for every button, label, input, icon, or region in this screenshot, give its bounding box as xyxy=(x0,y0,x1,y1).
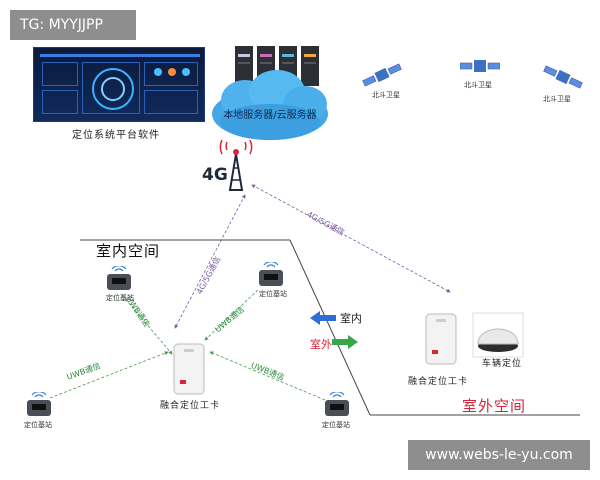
satellite-label: 北斗卫星 xyxy=(543,95,571,103)
vehicle-locator-icon xyxy=(472,312,524,358)
work-card-icon xyxy=(425,313,457,365)
zone-divider xyxy=(289,239,371,416)
uwb-link-4 xyxy=(209,351,326,401)
base-station-label: 定位基站 xyxy=(322,421,350,429)
server-label: 本地服务器/云服务器 xyxy=(223,110,317,121)
fused-card-label-outdoor: 融合定位工卡 xyxy=(408,377,469,387)
server-cloud-graphic xyxy=(205,42,335,142)
fused-card-label-indoor: 融合定位工卡 xyxy=(160,401,221,411)
cellular-link-card xyxy=(174,194,246,329)
satellite-icon xyxy=(543,65,583,89)
vehicle-label: 车辆定位 xyxy=(482,359,523,369)
base-station-label: 定位基站 xyxy=(259,290,287,298)
satellite-icon xyxy=(362,63,402,87)
base-station-icon xyxy=(27,392,51,416)
satellite-icon xyxy=(460,60,500,72)
base-station-label: 定位基站 xyxy=(24,421,52,429)
work-card-icon xyxy=(173,343,205,395)
base-station-icon xyxy=(325,392,349,416)
satellite-label: 北斗卫星 xyxy=(372,91,400,99)
platform-caption: 定位系统平台软件 xyxy=(72,130,160,141)
network-label: 4G xyxy=(202,165,228,185)
indoor-arrow xyxy=(310,311,336,325)
watermark-top: TG: MYYJJPP xyxy=(10,10,136,40)
cellular-link-outdoor xyxy=(251,184,451,293)
uwb-link-2 xyxy=(204,289,259,341)
indoor-indicator-label: 室内 xyxy=(340,312,362,325)
outdoor-arrow xyxy=(332,335,358,349)
uwb-link-1 xyxy=(121,294,173,355)
base-station-label: 定位基站 xyxy=(106,294,134,302)
base-station-icon xyxy=(107,266,131,290)
satellite-label: 北斗卫星 xyxy=(464,81,492,89)
outdoor-indicator-label: 室外 xyxy=(310,338,332,351)
outdoor-zone-title: 室外空间 xyxy=(462,397,527,415)
base-station-icon xyxy=(259,262,283,286)
watermark-bottom: www.webs-le-yu.com xyxy=(408,440,590,470)
uwb-link-3 xyxy=(49,351,169,399)
platform-dashboard-image xyxy=(33,47,205,122)
indoor-zone-title: 室内空间 xyxy=(96,242,161,260)
4g-tower-icon xyxy=(219,140,253,191)
cloud-icon xyxy=(212,70,328,140)
